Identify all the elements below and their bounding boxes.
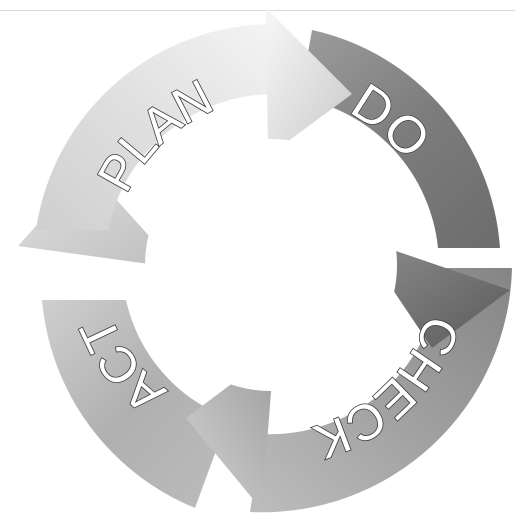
top-rule — [0, 10, 515, 11]
cycle-center — [145, 139, 397, 391]
